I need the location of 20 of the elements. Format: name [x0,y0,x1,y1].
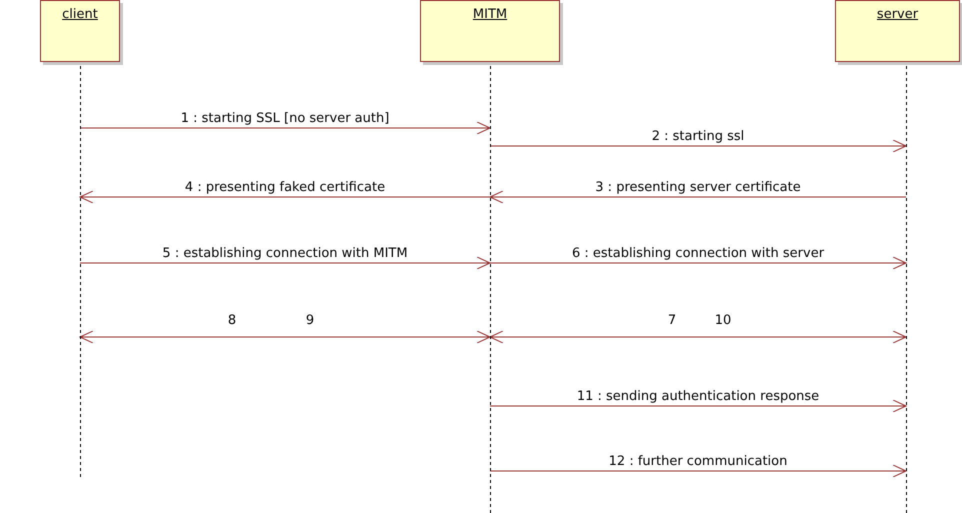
message-label: 5 : establishing connection with MITM [162,246,408,261]
message-label: 1 : starting SSL [no server auth] [180,111,390,126]
participant-box: MITM [420,0,560,62]
message-arrow [490,400,906,412]
participant-box: server [835,0,960,62]
message-label: 3 : presenting server certificate [595,180,801,195]
message-arrow [490,330,906,344]
message-label: 4 : presenting faked certificate [184,180,386,195]
message-arrow [80,330,490,344]
participant-box: client [40,0,120,62]
message-label: 6 : establishing connection with server [572,246,824,261]
message-arrow [80,256,490,270]
message-label: 2 : starting ssl [652,129,744,144]
message-arrow [490,190,906,204]
message-label: 11 : sending authentication response [576,389,820,404]
message-arrow [490,140,906,152]
message-arrow [80,190,490,204]
message-arrow [490,464,906,478]
message-arrow [490,256,906,270]
message-arrow [80,122,490,134]
